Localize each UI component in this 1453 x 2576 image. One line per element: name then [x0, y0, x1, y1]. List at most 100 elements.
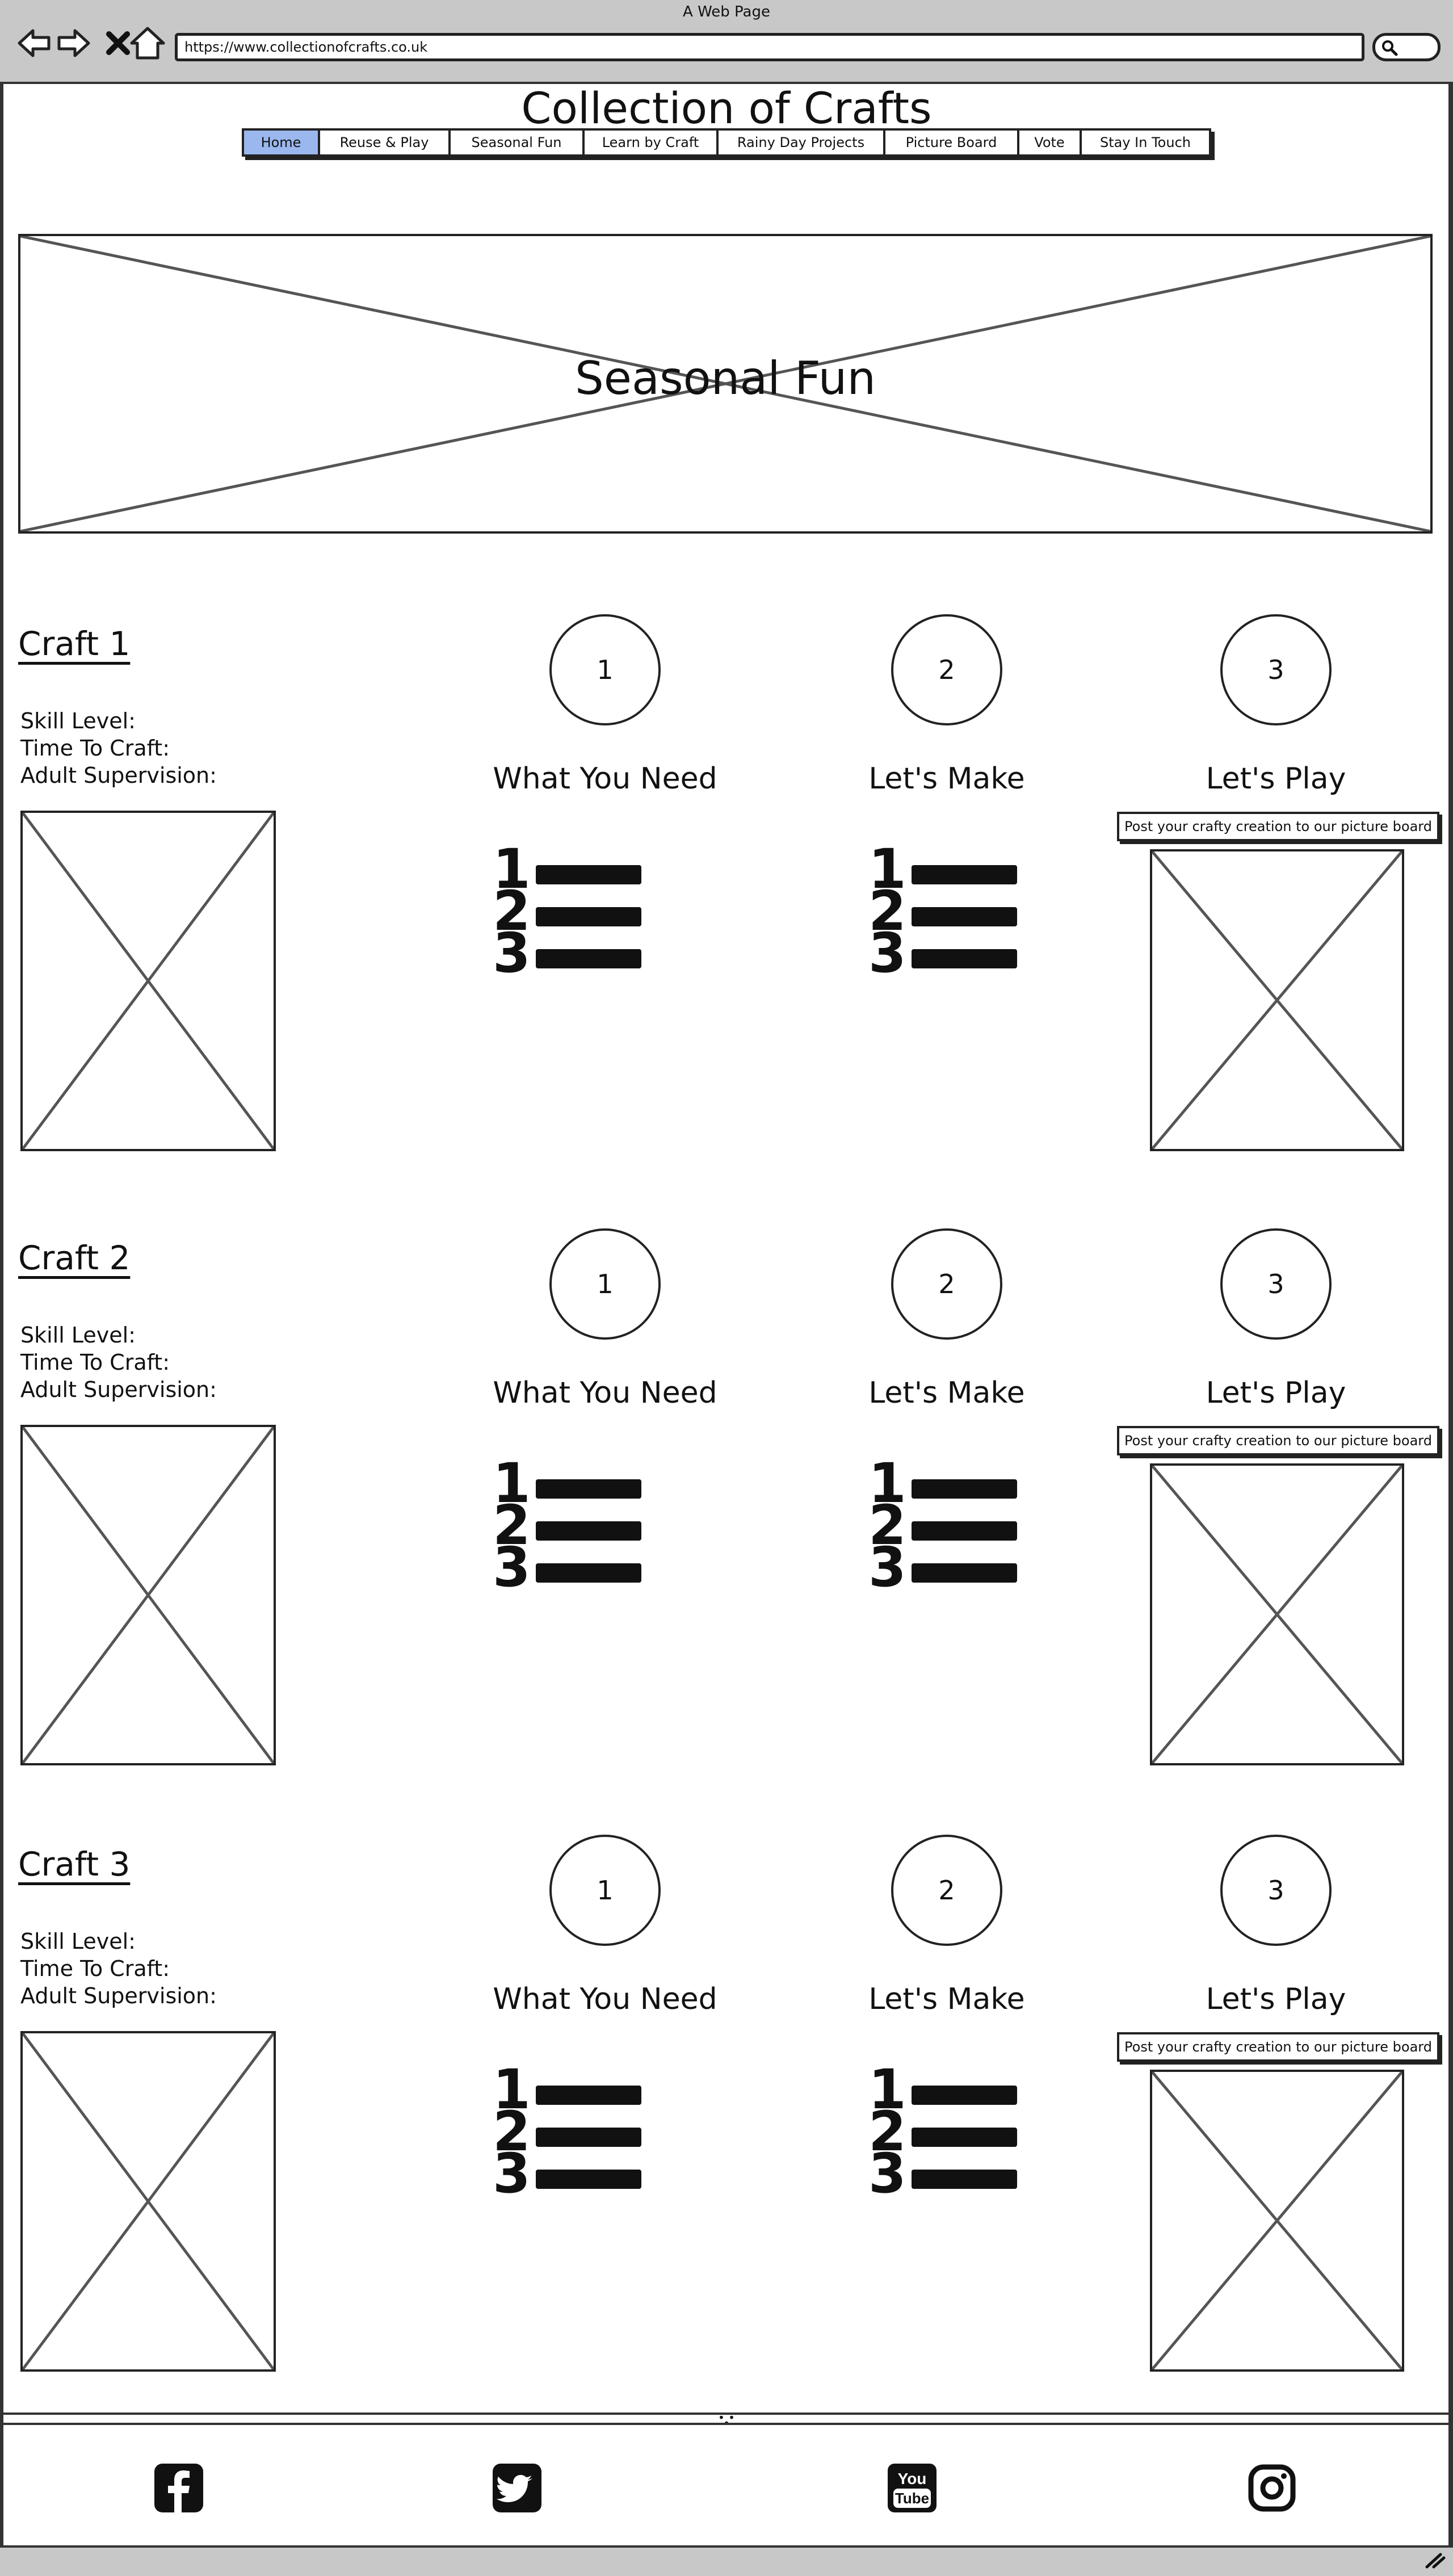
placeholder-cross-icon	[23, 813, 274, 1149]
placeholder-cross-icon	[20, 236, 1430, 531]
numbered-list-icon: 123	[868, 1460, 1017, 1599]
list-line	[536, 865, 641, 884]
list-number: 2	[868, 1493, 906, 1557]
list-line	[536, 1563, 641, 1583]
nav-learn-by-craft[interactable]: Learn by Craft	[585, 131, 719, 154]
twitter-icon[interactable]	[492, 2462, 543, 2514]
list-line	[912, 865, 1017, 884]
craft-image-placeholder	[20, 1425, 276, 1765]
step-number-circle: 3	[1220, 614, 1332, 725]
list-line	[536, 2086, 641, 2105]
craft-image-placeholder	[20, 811, 276, 1151]
list-number: 3	[493, 921, 531, 985]
list-line	[912, 1479, 1017, 1499]
forward-arrow-icon[interactable]	[56, 25, 92, 61]
nav-picture-board[interactable]: Picture Board	[885, 131, 1019, 154]
step-number-circle: 2	[891, 1835, 1002, 1946]
step-number-circle: 3	[1220, 1228, 1332, 1340]
list-number: 2	[493, 2100, 531, 2163]
play-image-placeholder	[1150, 2070, 1404, 2372]
window-title: A Web Page	[683, 3, 770, 20]
list-number: 2	[868, 2100, 906, 2163]
list-number: 1	[493, 1460, 531, 1515]
craft-meta-label: Adult Supervision:	[20, 1377, 217, 1402]
list-line	[536, 1479, 641, 1499]
facebook-icon[interactable]	[153, 2462, 204, 2514]
nav-stay-in-touch[interactable]: Stay In Touch	[1100, 135, 1191, 150]
nav-home[interactable]: Home	[244, 131, 320, 154]
step-label: Let's Play	[1206, 1982, 1346, 2016]
list-number: 3	[493, 1535, 531, 1599]
list-number: 3	[868, 921, 906, 985]
home-icon[interactable]	[129, 25, 166, 61]
craft-meta-label: Skill Level:	[20, 1323, 136, 1348]
list-line	[536, 907, 641, 926]
play-image-placeholder	[1150, 849, 1404, 1151]
craft-meta-label: Time To Craft:	[20, 1350, 170, 1375]
list-number: 3	[868, 1535, 906, 1599]
list-number: 2	[868, 879, 906, 943]
nav-reuse-and-play[interactable]: Reuse & Play	[320, 131, 451, 154]
step-label: What You Need	[493, 1982, 717, 2016]
youtube-icon-text-bottom: Tube	[895, 2490, 929, 2507]
back-arrow-icon[interactable]	[16, 25, 52, 61]
site-title: Collection of Crafts	[521, 83, 932, 133]
close-icon[interactable]	[100, 25, 136, 61]
list-line	[912, 2086, 1017, 2105]
step-number-circle: 1	[549, 1228, 661, 1340]
post-to-picture-board-button[interactable]: Post your crafty creation to our picture…	[1117, 2032, 1439, 2062]
step-label: Let's Make	[868, 762, 1025, 796]
list-line	[536, 2170, 641, 2189]
list-line	[912, 1521, 1017, 1541]
list-number: 3	[493, 2142, 531, 2205]
post-to-picture-board-button[interactable]: Post your crafty creation to our picture…	[1117, 812, 1439, 841]
list-line	[912, 1563, 1017, 1583]
craft-title: Craft 1	[18, 624, 131, 663]
list-line	[912, 2170, 1017, 2189]
placeholder-cross-icon	[1152, 851, 1402, 1149]
numbered-list-icon: 123	[493, 2066, 641, 2205]
craft-meta-label: Skill Level:	[20, 1929, 136, 1954]
main-navigation: Home Reuse & Play Seasonal Fun Learn by …	[242, 128, 1211, 157]
craft-meta-label: Skill Level:	[20, 708, 136, 733]
step-label: Let's Play	[1206, 1376, 1346, 1410]
list-line	[912, 2128, 1017, 2147]
list-number: 1	[868, 2066, 906, 2121]
page-frame-right	[1448, 82, 1453, 2545]
numbered-list-icon: 123	[868, 2066, 1017, 2205]
step-label: What You Need	[493, 762, 717, 796]
numbered-list-icon: 123	[868, 846, 1017, 985]
numbered-list-icon: 123	[493, 846, 641, 985]
placeholder-cross-icon	[1152, 1466, 1402, 1763]
instagram-icon[interactable]	[1246, 2462, 1297, 2514]
footer-grip-icon: • • •	[718, 2411, 735, 2429]
nav-seasonal-fun[interactable]: Seasonal Fun	[451, 131, 585, 154]
resize-handle-icon[interactable]	[1423, 2551, 1446, 2569]
placeholder-cross-icon	[23, 2033, 274, 2369]
list-number: 1	[868, 846, 906, 901]
play-image-placeholder	[1150, 1463, 1404, 1765]
post-to-picture-board-button[interactable]: Post your crafty creation to our picture…	[1117, 1426, 1439, 1455]
nav-rainy-day-projects[interactable]: Rainy Day Projects	[719, 131, 885, 154]
list-line	[912, 907, 1017, 926]
list-number: 3	[868, 2142, 906, 2205]
list-number: 1	[868, 1460, 906, 1515]
step-label: Let's Make	[868, 1376, 1025, 1410]
step-label: Let's Play	[1206, 762, 1346, 796]
craft-meta-label: Time To Craft:	[20, 736, 170, 761]
craft-title: Craft 3	[18, 1845, 131, 1883]
address-bar[interactable]: https://www.collectionofcrafts.co.uk	[175, 33, 1364, 61]
step-label: What You Need	[493, 1376, 717, 1410]
nav-vote[interactable]: Vote	[1019, 131, 1082, 154]
browser-search-field[interactable]	[1372, 33, 1441, 61]
craft-image-placeholder	[20, 2031, 276, 2372]
placeholder-cross-icon	[1152, 2072, 1402, 2369]
step-number-circle: 1	[549, 1835, 661, 1946]
placeholder-cross-icon	[23, 1427, 274, 1763]
youtube-icon[interactable]: You Tube	[887, 2462, 938, 2514]
list-line	[536, 1521, 641, 1541]
step-number-circle: 1	[549, 614, 661, 725]
youtube-icon-text-top: You	[898, 2470, 927, 2487]
window-bottom-bar	[0, 2545, 1453, 2576]
list-line	[536, 2128, 641, 2147]
